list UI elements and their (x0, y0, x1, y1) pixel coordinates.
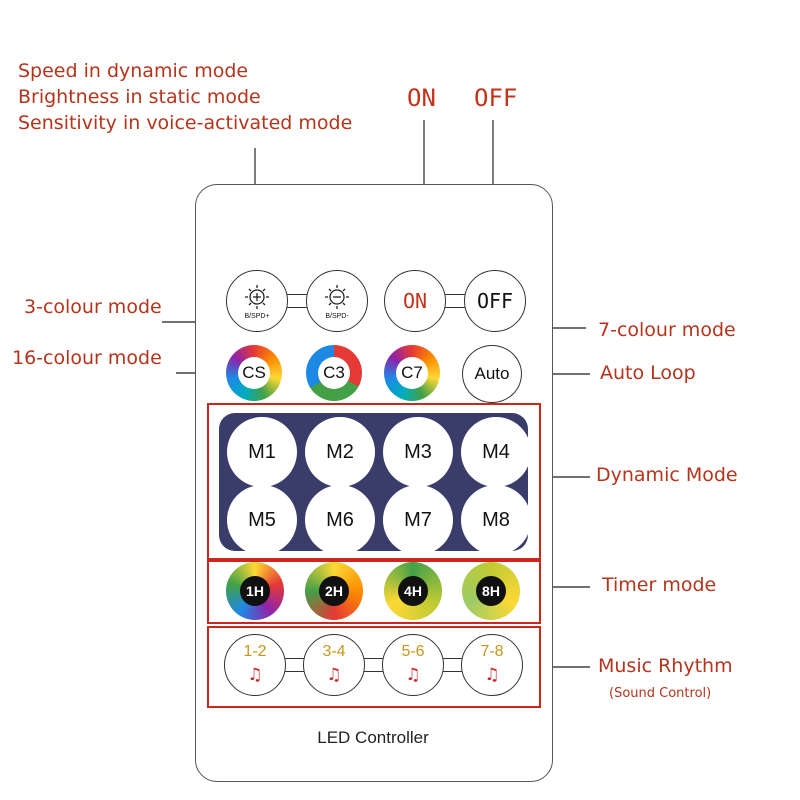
mode-button-m5[interactable]: M5 (227, 485, 297, 555)
c7-label: C7 (396, 357, 428, 389)
music-button-1-2[interactable]: 1-2 ♫ (224, 634, 286, 696)
speed-annotation-3: Sensitivity in voice-activated mode (18, 112, 353, 134)
off-button[interactable]: OFF (464, 270, 526, 332)
auto-label: Auto (474, 364, 510, 383)
off-button-label: OFF (476, 289, 514, 313)
timer-1h-label: 1H (240, 576, 270, 606)
timer-8h-label: 8H (476, 576, 506, 606)
timer-button-1h[interactable]: 1H (226, 562, 284, 620)
three-colour-annotation: 3-colour mode (24, 296, 162, 318)
sixteen-colour-annotation: 16-colour mode (12, 347, 162, 369)
sound-control-annotation: (Sound Control) (609, 686, 712, 701)
music-note-icon: ♫ (405, 665, 421, 685)
cs-colour-button[interactable]: CS (226, 345, 282, 401)
music-note-icon: ♫ (326, 665, 342, 685)
music-1-2-label: 1-2 (243, 643, 267, 660)
seven-colour-annotation: 7-colour mode (598, 319, 736, 341)
off-annotation: OFF (474, 84, 518, 112)
timer-button-8h[interactable]: 8H (462, 562, 520, 620)
mode-button-m6[interactable]: M6 (305, 485, 375, 555)
mode-button-m7[interactable]: M7 (383, 485, 453, 555)
mode-button-m1[interactable]: M1 (227, 417, 297, 487)
music-button-7-8[interactable]: 7-8 ♫ (461, 634, 523, 696)
on-annotation: ON (407, 84, 436, 112)
timer-button-4h[interactable]: 4H (384, 562, 442, 620)
timer-mode-annotation: Timer mode (602, 574, 717, 596)
mode-button-m4[interactable]: M4 (461, 417, 531, 487)
on-button-label: ON (402, 289, 428, 313)
music-7-8-label: 7-8 (480, 643, 504, 660)
brightness-up-button[interactable]: B/SPD+ (226, 270, 288, 332)
mode-button-m8[interactable]: M8 (461, 485, 531, 555)
dynamic-mode-box (207, 403, 541, 560)
brightness-up-sublabel: B/SPD+ (244, 313, 270, 320)
sun-plus-icon (245, 285, 269, 309)
c7-colour-button[interactable]: C7 (384, 345, 440, 401)
timer-mode-box (207, 560, 541, 624)
timer-button-2h[interactable]: 2H (305, 562, 363, 620)
music-button-3-4[interactable]: 3-4 ♫ (303, 634, 365, 696)
dynamic-mode-annotation: Dynamic Mode (596, 464, 738, 486)
brightness-down-button[interactable]: B/SPD- (306, 270, 368, 332)
music-5-6-label: 5-6 (401, 643, 425, 660)
music-note-icon: ♫ (484, 665, 500, 685)
music-rhythm-annotation: Music Rhythm (598, 655, 733, 677)
dynamic-mode-panel: M1 M2 M3 M4 M5 M6 M7 M8 (219, 413, 531, 555)
auto-button[interactable]: Auto (462, 345, 522, 403)
timer-4h-label: 4H (398, 576, 428, 606)
speed-annotation-1: Speed in dynamic mode (18, 60, 249, 82)
remote-footer-label: LED Controller (317, 728, 429, 747)
on-button[interactable]: ON (384, 270, 446, 332)
music-button-5-6[interactable]: 5-6 ♫ (382, 634, 444, 696)
cs-label: CS (238, 357, 270, 389)
speed-annotation-2: Brightness in static mode (18, 86, 261, 108)
music-note-icon: ♫ (247, 665, 263, 685)
auto-loop-annotation: Auto Loop (600, 362, 696, 384)
c3-label: C3 (318, 357, 350, 389)
mode-button-m2[interactable]: M2 (305, 417, 375, 487)
c3-colour-button[interactable]: C3 (306, 345, 362, 401)
sun-minus-icon (325, 285, 349, 309)
music-rhythm-box (207, 626, 541, 708)
mode-button-m3[interactable]: M3 (383, 417, 453, 487)
brightness-down-sublabel: B/SPD- (325, 313, 349, 320)
timer-2h-label: 2H (319, 576, 349, 606)
music-3-4-label: 3-4 (322, 643, 346, 660)
